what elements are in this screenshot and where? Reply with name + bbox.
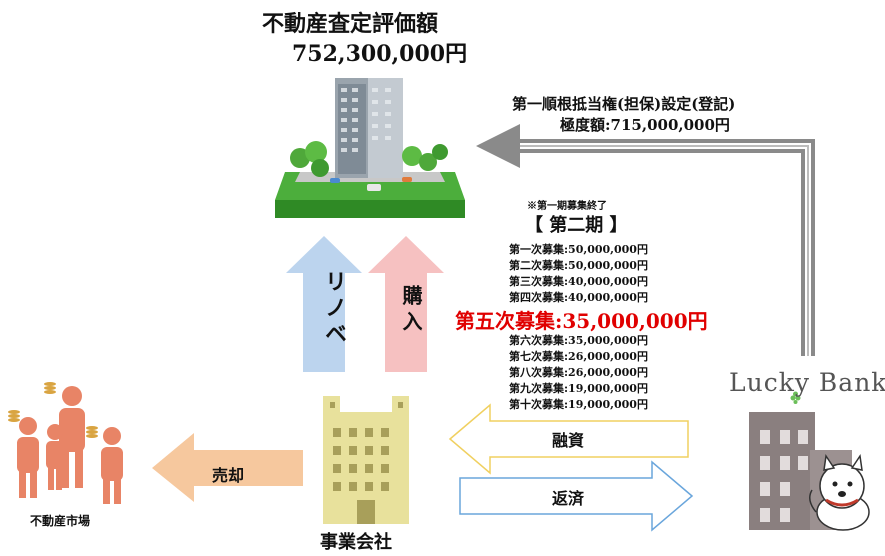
- purchase-arrow: [368, 236, 444, 372]
- valuation-amount: 752,300,000円: [292, 41, 468, 67]
- page-title: 不動産査定評価額: [262, 11, 439, 37]
- company-building-icon: [323, 396, 409, 524]
- funding-round: 第十次募集:19,000,000円: [509, 398, 648, 411]
- sale-label: 売却: [212, 466, 245, 485]
- funding-round: 第三次募集:40,000,000円: [509, 275, 648, 288]
- loan-arrow: [448, 403, 689, 475]
- renovate-label: リノベ: [321, 270, 347, 348]
- purchase-label: 購入: [399, 285, 423, 337]
- lien-max-amount: 極度額:715,000,000円: [560, 116, 730, 134]
- company-label: 事業会社: [320, 532, 392, 553]
- phase2-title: 【 第二期 】: [525, 215, 628, 236]
- dog-mascot-icon: [809, 453, 870, 531]
- renovate-arrow: [286, 236, 362, 372]
- funding-round: 第二次募集:50,000,000円: [509, 259, 648, 272]
- repay-arrow: [459, 460, 694, 532]
- apartment-building-icon: [275, 78, 465, 218]
- loan-label: 融資: [552, 431, 585, 450]
- funding-round: 第一次募集:50,000,000円: [509, 243, 648, 256]
- funding-round: 第八次募集:26,000,000円: [509, 366, 648, 379]
- repay-label: 返済: [552, 489, 585, 508]
- funding-round-current: 第五次募集:35,000,000円: [455, 309, 708, 333]
- market-label: 不動産市場: [30, 514, 91, 528]
- sale-arrow: [152, 433, 303, 502]
- lien-title: 第一順根抵当権(担保)設定(登記): [512, 95, 736, 113]
- market-people-icon: [8, 382, 123, 504]
- funding-round: 第六次募集:35,000,000円: [509, 334, 648, 347]
- funding-round: 第四次募集:40,000,000円: [509, 291, 648, 304]
- lender-logo: Lucky Bank: [729, 368, 885, 397]
- funding-round: 第七次募集:26,000,000円: [509, 350, 648, 363]
- funding-round: 第九次募集:19,000,000円: [509, 382, 648, 395]
- phase1-closed-note: ※第一期募集終了: [527, 201, 607, 212]
- lien-arrow: [476, 124, 815, 356]
- bank-building-icon: [749, 412, 852, 530]
- clover-icon: [790, 391, 801, 404]
